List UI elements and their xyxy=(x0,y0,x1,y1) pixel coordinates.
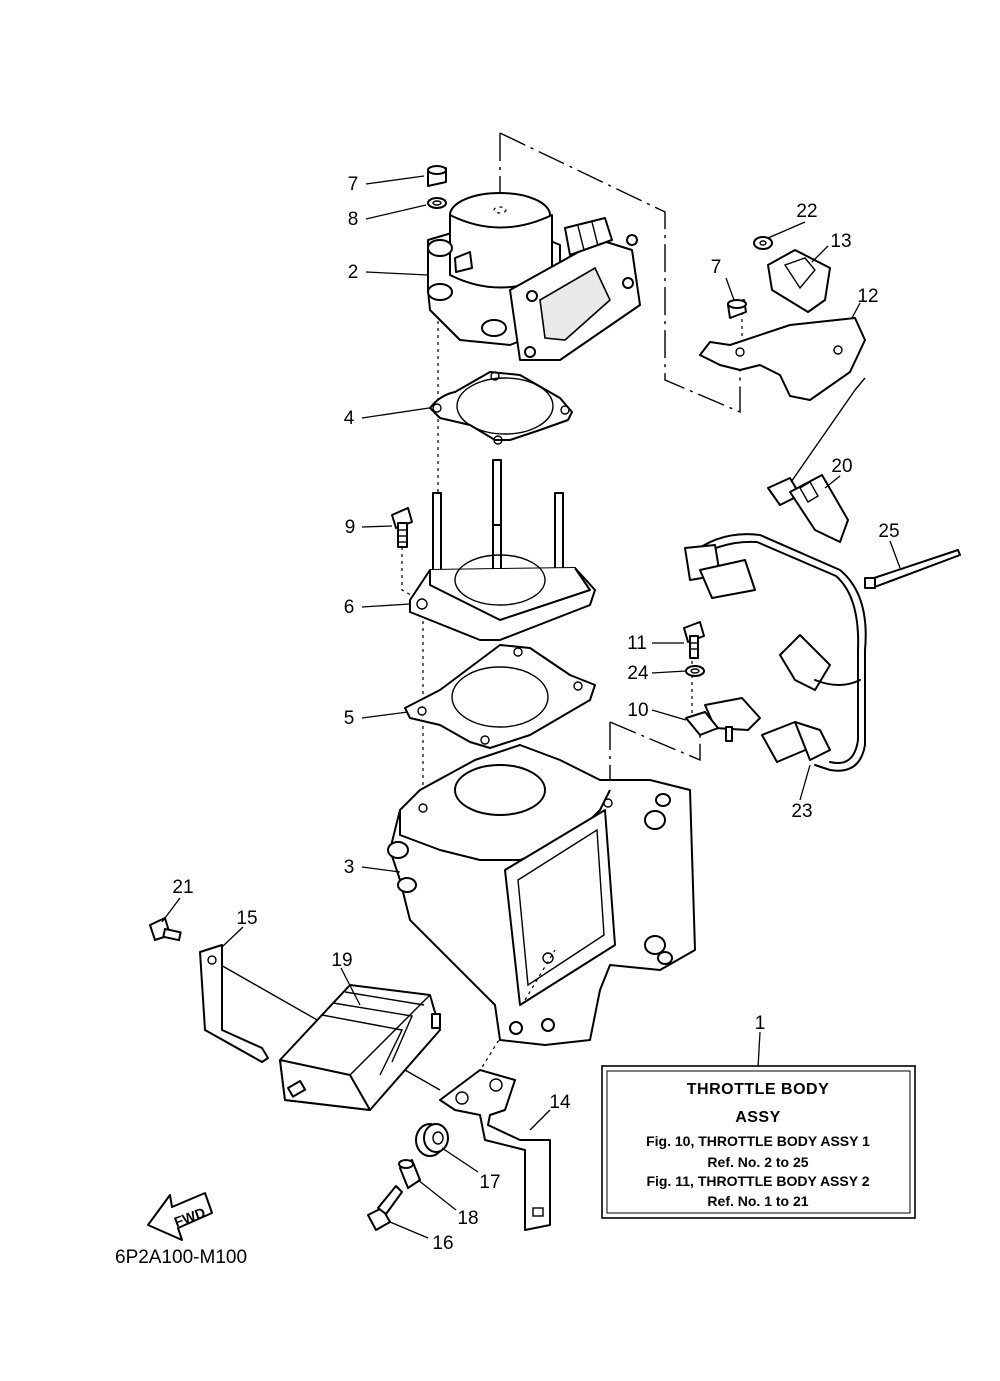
callout-7-right: 7 xyxy=(711,257,722,278)
bolt-16 xyxy=(367,1185,403,1231)
callout-8: 8 xyxy=(348,209,359,230)
note-box-line-1: Fig. 10, THROTTLE BODY ASSY 1 xyxy=(646,1133,870,1149)
gasket-4 xyxy=(429,371,573,445)
callout-21: 21 xyxy=(172,877,193,898)
callout-18: 18 xyxy=(457,1208,478,1229)
throttle-body-2 xyxy=(427,192,641,361)
intake-body-3 xyxy=(387,744,696,1046)
canister-19 xyxy=(279,984,441,1111)
callout-17: 17 xyxy=(479,1172,500,1193)
nut-22 xyxy=(753,236,773,250)
callout-10: 10 xyxy=(627,700,648,721)
washer-24 xyxy=(685,665,705,677)
grommet-17 xyxy=(415,1123,449,1157)
callout-22: 22 xyxy=(796,201,817,222)
callout-3: 3 xyxy=(344,857,355,878)
spacer-6 xyxy=(409,554,596,641)
sensor-10 xyxy=(685,697,761,742)
callout-25: 25 xyxy=(878,521,899,542)
bolt-11 xyxy=(683,621,705,659)
bolt-9 xyxy=(391,507,413,548)
collar-18 xyxy=(398,1159,421,1189)
drawing-reference: 6P2A100-M100 xyxy=(115,1247,247,1268)
cover-13 xyxy=(767,249,831,313)
note-box-line-4: Ref. No. 1 to 21 xyxy=(707,1193,808,1209)
callout-5: 5 xyxy=(344,708,355,729)
wire-harness xyxy=(684,533,867,772)
callout-7-top: 7 xyxy=(348,174,359,195)
bolt-21 xyxy=(149,917,182,942)
callout-11: 11 xyxy=(627,633,647,654)
callout-24: 24 xyxy=(627,663,649,684)
washer-8 xyxy=(427,197,447,209)
callout-12: 12 xyxy=(857,286,878,307)
cable-tie-25 xyxy=(864,549,961,589)
assembly-note-box: THROTTLE BODY ASSY Fig. 10, THROTTLE BOD… xyxy=(601,1065,916,1219)
note-box-title-2: ASSY xyxy=(735,1109,781,1126)
callout-labels: 7 8 2 4 9 6 5 3 22 13 7 12 20 25 11 24 1… xyxy=(172,174,899,1254)
callout-6: 6 xyxy=(344,597,355,618)
callout-14: 14 xyxy=(549,1092,571,1113)
nut-7-top xyxy=(427,165,447,187)
bracket-14 xyxy=(439,1069,551,1231)
gasket-5 xyxy=(404,644,596,749)
callout-9: 9 xyxy=(345,517,356,538)
callout-1: 1 xyxy=(755,1013,766,1034)
callout-23: 23 xyxy=(791,801,812,822)
callout-13: 13 xyxy=(830,231,851,252)
bracket-12 xyxy=(699,317,866,401)
sensor-20 xyxy=(767,474,849,543)
note-box-line-2: Ref. No. 2 to 25 xyxy=(707,1154,808,1170)
fwd-arrow-icon: FWD xyxy=(147,1192,213,1241)
note-box-title-1: THROTTLE BODY xyxy=(687,1081,830,1098)
leader-lines xyxy=(161,175,901,1239)
callout-4: 4 xyxy=(344,408,355,429)
callout-16: 16 xyxy=(432,1233,453,1254)
nut-7-right xyxy=(727,299,747,319)
callout-15: 15 xyxy=(236,908,257,929)
note-box-line-3: Fig. 11, THROTTLE BODY ASSY 2 xyxy=(646,1173,869,1189)
callout-20: 20 xyxy=(831,456,852,477)
callout-2: 2 xyxy=(348,262,359,283)
callout-19: 19 xyxy=(331,950,352,971)
bracket-15 xyxy=(199,944,269,1063)
connector-23 xyxy=(761,721,831,763)
